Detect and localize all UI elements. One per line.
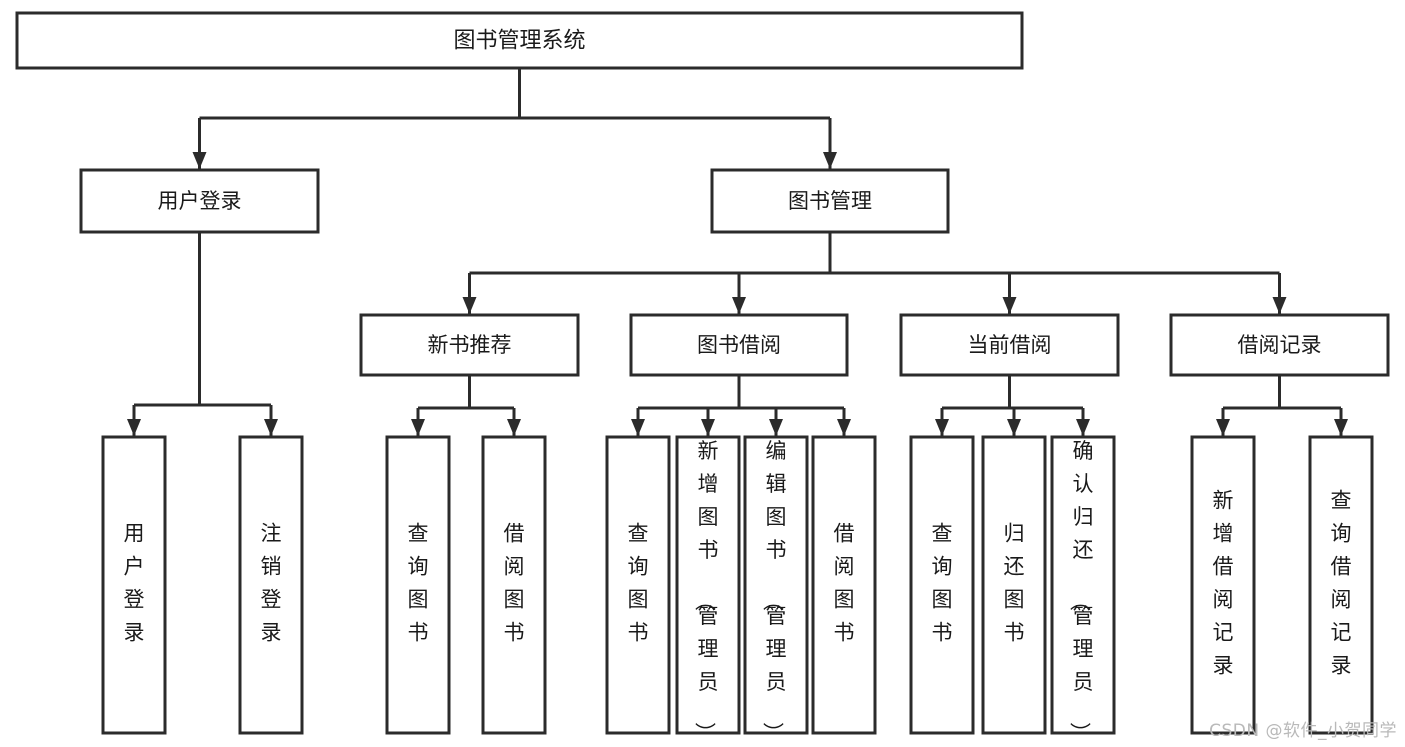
arrow-head-icon [701, 419, 715, 436]
leaf-query-book-1-label: 查询图书 [408, 522, 429, 645]
nodes-layer: 图书管理系统用户登录图书管理新书推荐图书借阅当前借阅借阅记录用户登录注销登录查询… [15, 11, 1390, 743]
leaf-edit-book-rect [743, 435, 809, 735]
arrow-head-icon [1002, 297, 1017, 314]
leaf-borrow-book-2-rect [811, 435, 877, 735]
node-root[interactable]: 图书管理系统 [15, 11, 1024, 70]
node-new-book-recommend-rect [359, 313, 580, 377]
node-new-book-recommend[interactable]: 新书推荐 [359, 313, 580, 377]
arrow-head-icon [127, 419, 141, 436]
leaf-logout[interactable]: 注销登录 [238, 435, 304, 735]
node-current-borrow-label: 当前借阅 [968, 333, 1052, 357]
node-user-login-rect [79, 168, 320, 234]
leaf-query-book-2-rect [605, 435, 671, 735]
leaf-query-book-3[interactable]: 查询图书 [909, 435, 975, 735]
node-book-manage-rect [710, 168, 950, 234]
leaf-query-book-3-label: 查询图书 [932, 522, 953, 645]
node-root-label: 图书管理系统 [453, 29, 585, 54]
arrow-head-icon [1216, 419, 1230, 436]
leaf-query-book-1[interactable]: 查询图书 [385, 435, 451, 735]
node-new-book-recommend-label: 新书推荐 [428, 333, 512, 357]
leaf-query-record[interactable]: 查询借阅记录 [1308, 435, 1374, 735]
leaf-borrow-book-1-rect [481, 435, 547, 735]
arrow-head-icon [1334, 419, 1348, 436]
leaf-confirm-return[interactable]: 确认归还（管理员） [1050, 435, 1116, 743]
leaf-query-book-2-label: 查询图书 [628, 522, 649, 645]
leaf-user-login[interactable]: 用户登录 [101, 435, 167, 735]
arrow-head-icon [462, 297, 477, 314]
node-borrow-record[interactable]: 借阅记录 [1169, 313, 1390, 377]
arrow-head-icon [631, 419, 645, 436]
arrow-head-icon [192, 152, 207, 169]
node-current-borrow-rect [899, 313, 1120, 377]
leaf-add-book-label: 新增图书（管理员） [693, 439, 719, 743]
arrow-head-icon [411, 419, 425, 436]
leaf-logout-label: 注销登录 [261, 522, 282, 645]
leaf-edit-book[interactable]: 编辑图书（管理员） [743, 435, 809, 743]
leaf-add-book[interactable]: 新增图书（管理员） [675, 435, 741, 743]
node-book-manage[interactable]: 图书管理 [710, 168, 950, 234]
leaf-query-book-2[interactable]: 查询图书 [605, 435, 671, 735]
node-user-login-label: 用户登录 [158, 189, 242, 213]
leaf-add-book-rect [675, 435, 741, 735]
leaf-borrow-book-2-label: 借阅图书 [834, 522, 855, 645]
leaf-query-book-3-rect [909, 435, 975, 735]
node-book-borrow-rect [629, 313, 849, 377]
node-book-manage-label: 图书管理 [788, 189, 872, 213]
arrow-head-icon [1076, 419, 1090, 436]
node-borrow-record-rect [1169, 313, 1390, 377]
leaf-borrow-book-2[interactable]: 借阅图书 [811, 435, 877, 735]
node-book-borrow[interactable]: 图书借阅 [629, 313, 849, 377]
arrow-head-icon [837, 419, 851, 436]
arrow-head-icon [732, 297, 746, 314]
leaf-confirm-return-rect [1050, 435, 1116, 735]
leaf-query-record-rect [1308, 435, 1374, 735]
leaf-edit-book-label: 编辑图书（管理员） [761, 439, 787, 743]
watermark-text: CSDN @软件_小贺同学 [1209, 721, 1397, 741]
arrow-head-icon [823, 152, 837, 169]
leaf-borrow-book-1[interactable]: 借阅图书 [481, 435, 547, 735]
arrow-head-icon [1007, 419, 1021, 436]
node-borrow-record-label: 借阅记录 [1238, 333, 1322, 357]
node-current-borrow[interactable]: 当前借阅 [899, 313, 1120, 377]
leaf-return-book-label: 归还图书 [1004, 522, 1025, 645]
leaf-logout-rect [238, 435, 304, 735]
arrow-head-icon [769, 419, 783, 436]
leaf-query-book-1-rect [385, 435, 451, 735]
leaf-add-record-rect [1190, 435, 1256, 735]
leaf-add-record-label: 新增借阅记录 [1213, 489, 1234, 678]
leaf-return-book-rect [981, 435, 1047, 735]
leaf-add-record[interactable]: 新增借阅记录 [1190, 435, 1256, 735]
leaf-borrow-book-1-label: 借阅图书 [504, 522, 525, 645]
leaf-return-book[interactable]: 归还图书 [981, 435, 1047, 735]
leaf-query-record-label: 查询借阅记录 [1331, 489, 1352, 678]
arrow-head-icon [935, 419, 949, 436]
leaf-confirm-return-label: 确认归还（管理员） [1068, 439, 1094, 743]
arrow-head-icon [1272, 297, 1287, 314]
node-user-login[interactable]: 用户登录 [79, 168, 320, 234]
node-root-rect [15, 11, 1024, 70]
arrow-head-icon [264, 419, 278, 436]
edges-layer [127, 68, 1348, 436]
arrow-head-icon [507, 419, 521, 436]
node-book-borrow-label: 图书借阅 [697, 333, 781, 357]
leaf-user-login-rect [101, 435, 167, 735]
leaf-user-login-label: 用户登录 [124, 522, 145, 645]
